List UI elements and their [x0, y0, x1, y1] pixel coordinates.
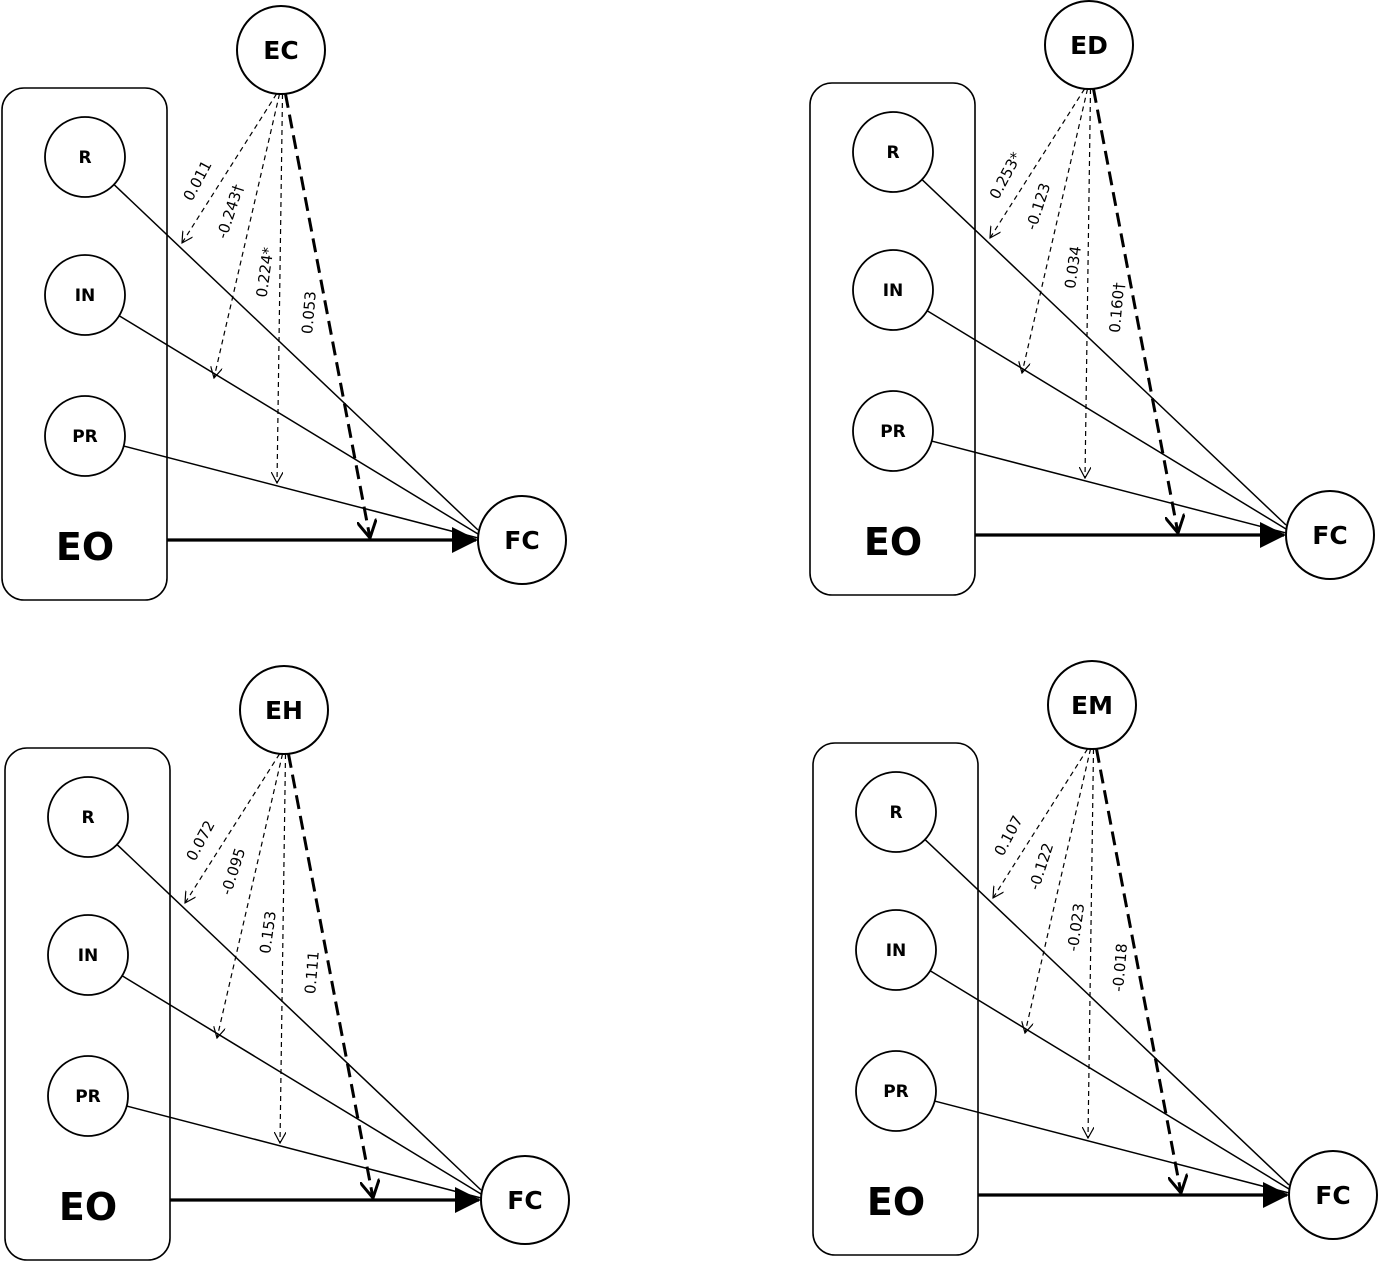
panel-4: 0.107-0.122 -0.023 -0.018 R IN PR EO EM FC [812, 660, 1378, 1256]
node-moderator [239, 665, 329, 755]
node-moderator [1044, 0, 1134, 90]
panel-1: 0.011-0.243†0.224* 0.053 R IN PR EO EC FC [1, 5, 567, 601]
node-fc-label: FC [1312, 521, 1347, 550]
coefficient-label-3: 0.034 [1061, 245, 1085, 290]
coefficient-label-1: 0.011 [180, 157, 216, 203]
node-fc [1288, 1150, 1378, 1240]
node-in [855, 909, 937, 991]
node-moderator [1047, 660, 1137, 750]
moderation-path-3 [1088, 748, 1094, 1138]
node-in [47, 914, 129, 996]
node-pr-label: PR [880, 422, 906, 442]
node-moderator-label: ED [1070, 31, 1108, 60]
node-r [47, 776, 129, 858]
coefficient-label-2: -0.243† [213, 182, 248, 241]
path-r-to-fc [921, 178, 1287, 526]
moderation-path-1 [182, 93, 278, 243]
node-pr [47, 1055, 129, 1137]
path-r-to-fc [116, 843, 482, 1191]
moderation-path-4 [1095, 748, 1182, 1193]
path-pr-to-fc [123, 445, 479, 539]
moderation-path-3 [280, 753, 286, 1143]
node-pr-label: PR [883, 1082, 909, 1102]
moderation-path-1 [993, 748, 1089, 898]
node-r [855, 771, 937, 853]
node-in [44, 254, 126, 336]
node-in-label: IN [75, 286, 96, 306]
node-pr [852, 390, 934, 472]
moderation-path-3 [1085, 88, 1091, 478]
moderation-path-3 [277, 93, 283, 483]
node-fc [1285, 490, 1375, 580]
coefficient-label-3: 0.153 [256, 910, 280, 955]
node-fc-label: FC [504, 526, 539, 555]
moderation-path-4 [1092, 88, 1179, 533]
node-moderator-label: EC [263, 36, 298, 65]
moderation-path-2 [217, 753, 284, 1038]
path-in-to-fc [926, 310, 1287, 530]
node-pr [44, 395, 126, 477]
coefficient-label-4: -0.018 [1109, 943, 1131, 993]
path-in-to-fc [929, 970, 1290, 1190]
node-in-label: IN [78, 946, 99, 966]
path-pr-to-fc [931, 440, 1287, 534]
node-r-label: R [78, 148, 91, 168]
moderation-path-2 [1025, 748, 1092, 1033]
path-pr-to-fc [126, 1105, 482, 1199]
node-r [44, 116, 126, 198]
node-pr-label: PR [72, 427, 98, 447]
node-r [852, 111, 934, 193]
coefficient-label-1: 0.107 [991, 812, 1027, 858]
node-moderator-label: EH [265, 696, 303, 725]
path-pr-to-fc [934, 1100, 1290, 1194]
moderation-path-4 [284, 93, 371, 538]
coefficient-label-3: 0.224* [253, 246, 278, 299]
node-in [852, 249, 934, 331]
panel-3: 0.072-0.095 0.153 0.111 R IN PR EO EH FC [4, 665, 570, 1261]
node-pr [855, 1050, 937, 1132]
coefficient-label-2: -0.123 [1022, 181, 1054, 233]
node-moderator [236, 5, 326, 95]
coefficient-label-4: 0.053 [298, 290, 320, 334]
coefficient-label-3: -0.023 [1064, 902, 1089, 952]
path-r-to-fc [924, 838, 1290, 1186]
coefficient-label-2: -0.122 [1025, 841, 1057, 893]
eo-label: EO [867, 1180, 925, 1224]
node-r-label: R [886, 143, 899, 163]
node-r-label: R [81, 808, 94, 828]
node-pr-label: PR [75, 1087, 101, 1107]
moderation-path-1 [990, 88, 1086, 238]
node-fc [480, 1155, 570, 1245]
moderation-path-2 [214, 93, 281, 378]
moderation-path-1 [185, 753, 281, 903]
eo-label: EO [864, 520, 922, 564]
eo-label: EO [56, 525, 114, 569]
coefficient-label-2: -0.095 [217, 846, 249, 898]
node-in-label: IN [883, 281, 904, 301]
node-fc [477, 495, 567, 585]
coefficient-label-4: 0.160† [1106, 281, 1128, 333]
coefficient-label-1: 0.253* [986, 149, 1026, 202]
coefficient-label-1: 0.072 [183, 817, 219, 863]
moderation-path-4 [287, 753, 374, 1198]
node-moderator-label: EM [1071, 691, 1113, 720]
coefficient-label-4: 0.111 [301, 950, 323, 994]
path-r-to-fc [113, 183, 479, 531]
eo-label: EO [59, 1185, 117, 1229]
node-fc-label: FC [507, 1186, 542, 1215]
node-in-label: IN [886, 941, 907, 961]
moderation-path-2 [1022, 88, 1089, 373]
node-fc-label: FC [1315, 1181, 1350, 1210]
node-r-label: R [889, 803, 902, 823]
path-in-to-fc [118, 315, 479, 535]
panel-2: 0.253*-0.123 0.034 0.160† R IN PR EO ED FC [809, 0, 1375, 596]
path-in-to-fc [121, 975, 482, 1195]
